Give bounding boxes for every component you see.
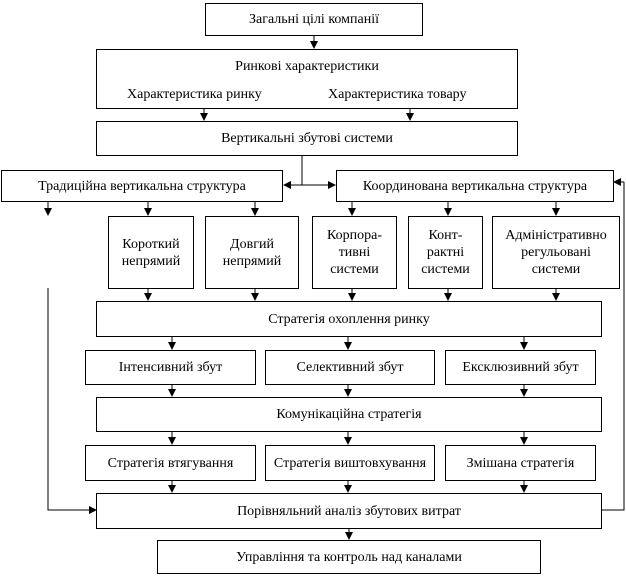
market-characteristics-box: Ринкові характеристики Характеристика ри… (96, 49, 518, 109)
pull-strategy-box: Стратегія втягування (85, 445, 256, 481)
company-goals-box: Загальні цілі компанії (205, 3, 423, 36)
push-strategy-box: Стратегія виштовхування (265, 445, 435, 481)
mixed-strategy-box: Змішана стратегія (445, 445, 596, 481)
market-characteristics-product: Характеристика товару (328, 87, 467, 102)
exclusive-distribution-box: Ексклюзивний збут (445, 350, 596, 385)
long-indirect-box: Довгий непрямий (205, 216, 299, 289)
channel-control-box: Управління та контроль над каналами (157, 540, 541, 574)
intensive-distribution-box: Інтенсивний збут (85, 350, 256, 385)
traditional-structure-box: Традиційна вертикальна структура (1, 170, 283, 202)
vertical-systems-box: Вертикальні збутові системи (96, 121, 518, 156)
communication-strategy-box: Комунікаційна стратегія (96, 397, 602, 432)
market-characteristics-market: Характеристика ринку (127, 87, 262, 102)
coordinated-structure-box: Координована вертикальна структура (336, 170, 614, 202)
contractual-systems-box: Конт- рактні системи (408, 216, 483, 289)
administrative-systems-box: Адміністративно регульовані системи (492, 216, 620, 289)
market-characteristics-title: Ринкові характеристики (235, 59, 379, 74)
connector-left-to-cost (47, 288, 94, 511)
short-indirect-box: Короткий непрямий (108, 216, 194, 289)
corporate-systems-box: Корпора- тивні системи (312, 216, 397, 289)
connector-cost-to-coordinated (602, 182, 625, 511)
selective-distribution-box: Селективний збут (265, 350, 435, 385)
cost-analysis-box: Порівняльний аналіз збутових витрат (96, 493, 602, 529)
coverage-strategy-box: Стратегія охоплення ринку (96, 301, 602, 337)
